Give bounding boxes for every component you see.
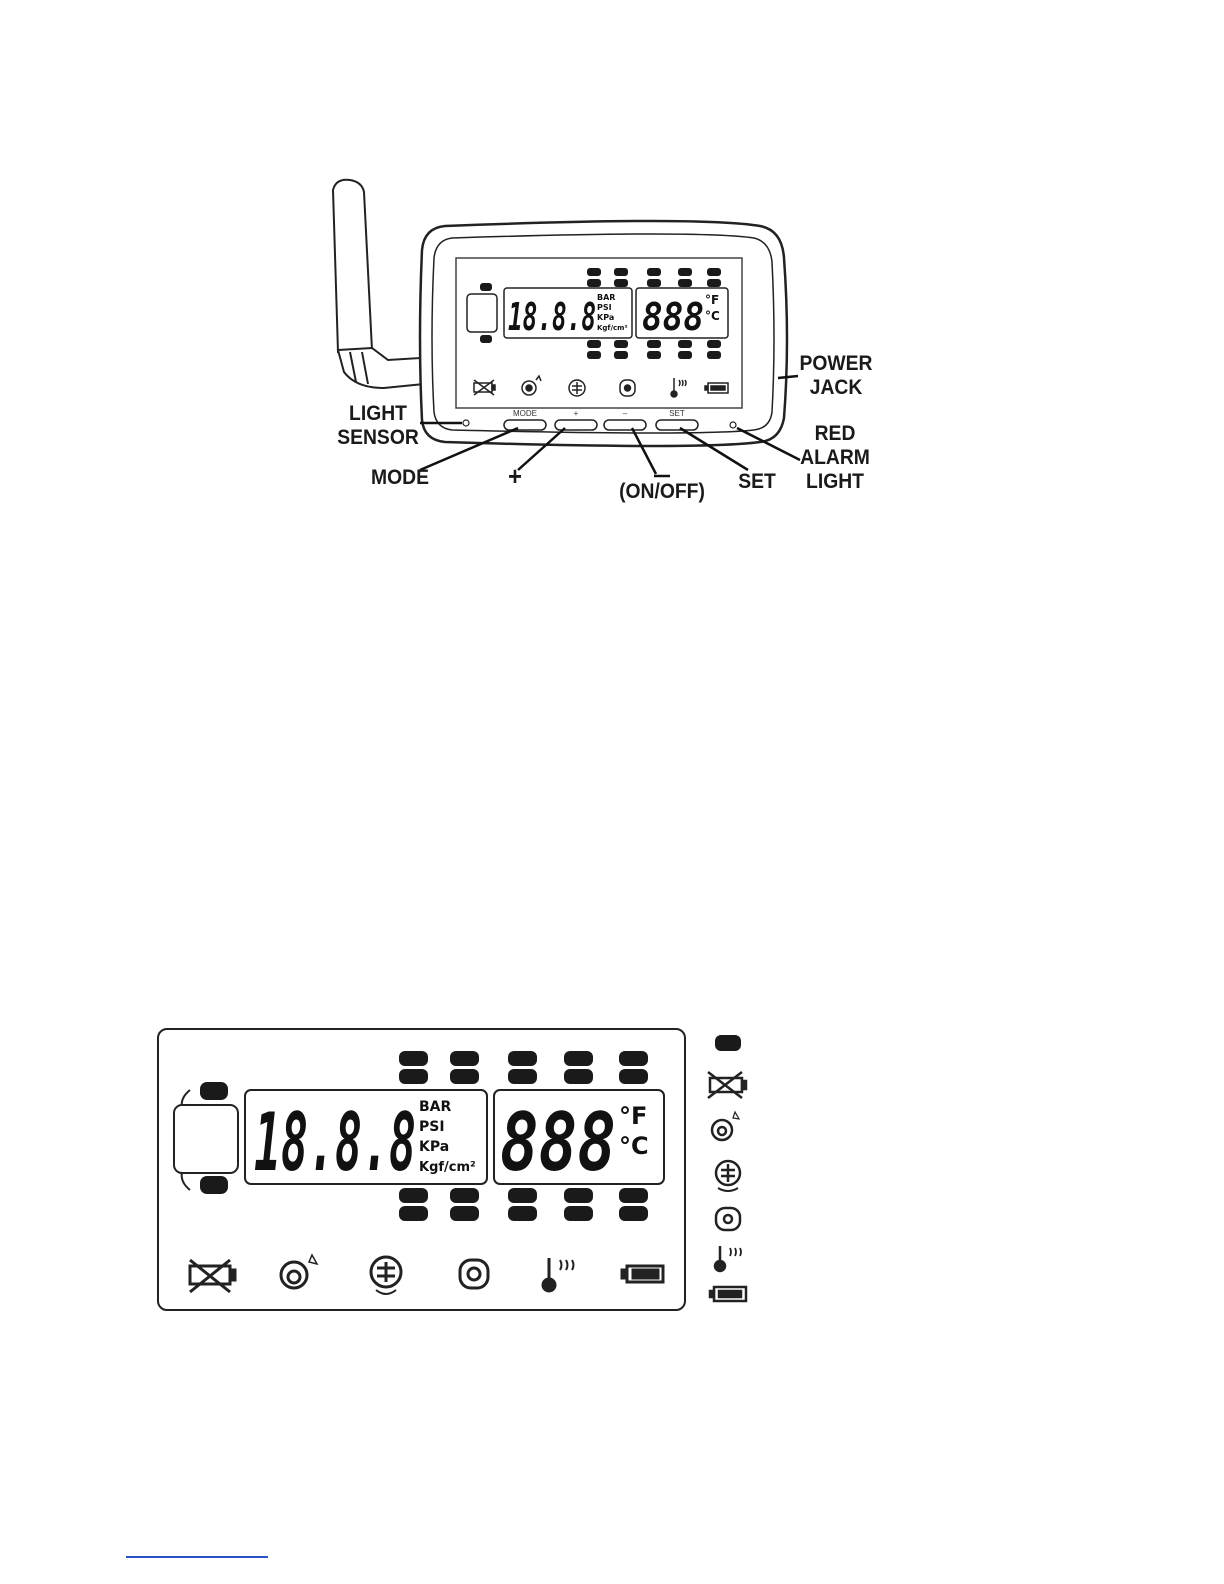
callout-mode: MODE xyxy=(365,466,435,490)
mode-button-label: MODE xyxy=(513,409,537,418)
lcd-unit-kpa: KPa xyxy=(419,1139,449,1155)
light-sensor xyxy=(463,420,469,426)
lcd-unit-psi: PSI xyxy=(419,1119,445,1135)
callout-set: SET xyxy=(732,470,782,494)
footer-rule xyxy=(126,1556,268,1558)
lcd-legend-icons xyxy=(708,1035,746,1301)
lcd-unit-bar: BAR xyxy=(419,1099,452,1115)
plus-button[interactable] xyxy=(555,420,597,430)
lcd-temperature-digits: 888 xyxy=(500,1096,616,1189)
pressure-digits: 18.8.8 xyxy=(508,295,596,339)
minus-button-label: – xyxy=(623,409,628,418)
set-button-label: SET xyxy=(669,409,685,418)
plus-button-label: + xyxy=(574,409,579,418)
callout-on-off: (ON/OFF) xyxy=(610,480,713,504)
antenna xyxy=(333,180,424,388)
callout-red-alarm-light: RED ALARM LIGHT xyxy=(790,422,880,494)
callout-light-sensor: LIGHT SENSOR xyxy=(334,402,422,450)
temperature-digits: 888 xyxy=(642,295,704,339)
minus-button[interactable] xyxy=(604,420,646,430)
high-temperature-icon xyxy=(715,1246,741,1271)
lcd-unit-kgf: Kgf/cm² xyxy=(419,1160,476,1175)
device-diagram: 18.8.8 BAR PSI KPa Kgf/cm² 888 °F °C MOD… xyxy=(0,0,1224,560)
unit-celsius: °C xyxy=(705,309,720,323)
tire-rotation-icon xyxy=(712,1112,739,1140)
tire-sensor-icon xyxy=(716,1208,740,1230)
unit-kpa: KPa xyxy=(597,313,614,322)
tire-position-indicator-icon xyxy=(715,1035,741,1051)
red-alarm-light xyxy=(730,422,736,428)
battery-full-icon xyxy=(710,1287,746,1301)
lcd-pressure-digits: 18.8.8 xyxy=(254,1096,416,1189)
lcd-layout-diagram: 18.8.8 BAR PSI KPa Kgf/cm² 888 °F °C xyxy=(0,1000,1224,1340)
unit-kgf: Kgf/cm² xyxy=(597,324,628,332)
low-battery-icon xyxy=(708,1072,746,1098)
callout-plus: + xyxy=(501,464,529,488)
callout-power-jack: POWER JACK xyxy=(792,352,880,400)
mode-button[interactable] xyxy=(504,420,546,430)
unit-fahrenheit: °F xyxy=(705,293,719,307)
set-button[interactable] xyxy=(656,420,698,430)
lcd-unit-celsius: °C xyxy=(619,1132,649,1160)
unit-bar: BAR xyxy=(597,293,615,302)
tire-leak-icon xyxy=(716,1161,740,1191)
lcd-unit-fahrenheit: °F xyxy=(619,1102,647,1130)
unit-psi: PSI xyxy=(597,303,612,312)
